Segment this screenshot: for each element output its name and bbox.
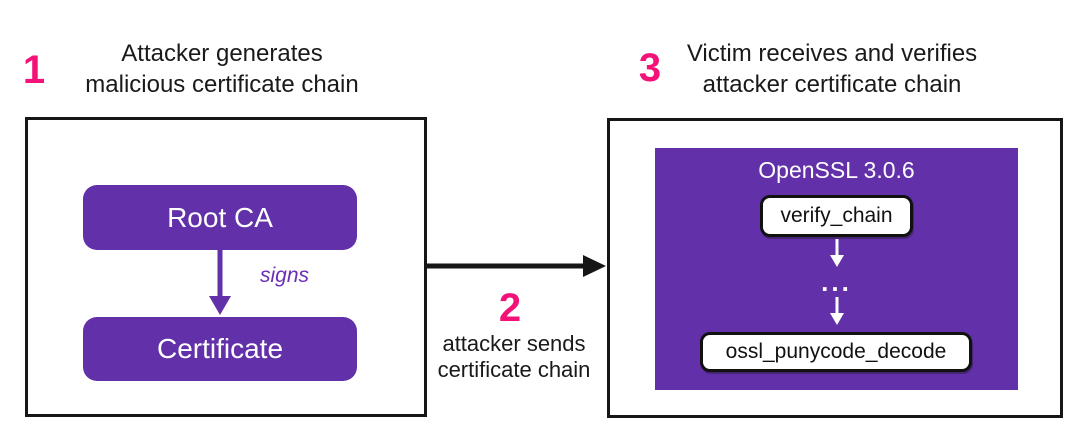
step-2-caption: attacker sends certificate chain (414, 331, 614, 383)
step-3-caption-line1: Victim receives and verifies (686, 40, 978, 67)
step-1-caption-line1: Attacker generates (121, 40, 323, 67)
punycode-decode-label: ossl_punycode_decode (725, 340, 947, 363)
certificate-chain-arrow-icon (427, 255, 606, 277)
call-arrow-2-icon (830, 297, 844, 325)
call-arrow-1-icon (830, 239, 844, 267)
openssl-version-title: OpenSSL 3.0.6 (758, 157, 915, 183)
step-2-number: 2 (498, 286, 522, 330)
certificate-label: Certificate (156, 333, 284, 364)
punycode-decode-node: ossl_punycode_decode (700, 332, 972, 372)
step-1-number: 1 (22, 48, 46, 92)
step-2-caption-line2: certificate chain (437, 357, 591, 382)
signs-arrow-icon (209, 250, 231, 315)
step-2-caption-line1: attacker sends (442, 331, 586, 356)
step-3-caption: Victim receives and verifies attacker ce… (657, 38, 1007, 100)
signs-label: signs (260, 264, 310, 287)
call-stack-ellipsis: ... (821, 267, 852, 297)
verify-chain-node: verify_chain (760, 195, 913, 237)
step-3-number: 3 (638, 46, 662, 90)
step-1-caption: Attacker generates malicious certificate… (57, 38, 387, 100)
certificate-node: Certificate (83, 317, 357, 381)
step-3-caption-line2: attacker certificate chain (702, 71, 962, 98)
root-ca-node: Root CA (83, 185, 357, 250)
root-ca-label: Root CA (167, 201, 273, 233)
step-1-caption-line2: malicious certificate chain (85, 71, 359, 98)
verify-chain-label: verify_chain (780, 204, 893, 227)
